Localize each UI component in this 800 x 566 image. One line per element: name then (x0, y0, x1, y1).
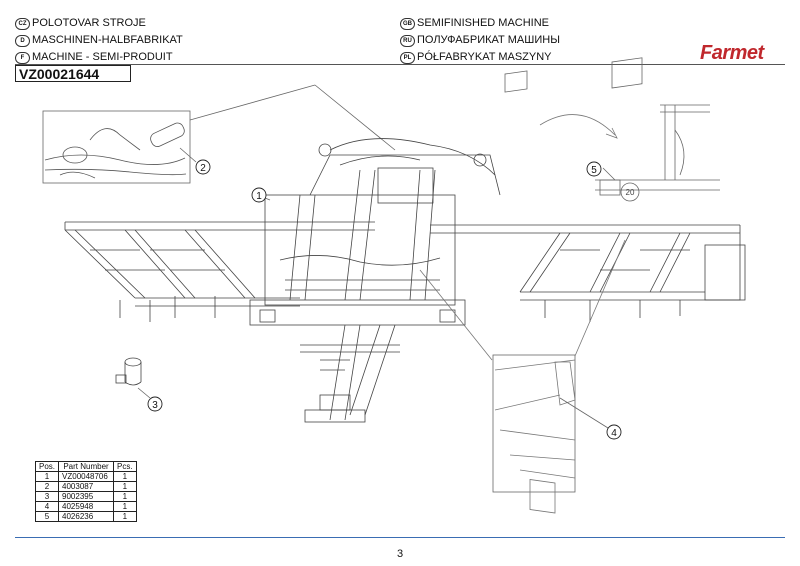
table-row: 5 4026236 1 (34, 511, 137, 522)
cell-pcs: 1 (113, 481, 137, 492)
cell-pos: 4 (34, 501, 60, 512)
cell-pos: 1 (34, 471, 60, 482)
flag-icon: F (15, 51, 30, 64)
header-d: D MASCHINEN-HALBFABRIKAT (15, 34, 183, 47)
cell-part-number: 4003087 (58, 481, 115, 492)
flag-icon: D (15, 34, 30, 47)
header-gb-text: SEMIFINISHED MACHINE (417, 17, 550, 29)
frame-left-wing (64, 221, 375, 322)
frame-right-wing (430, 224, 746, 322)
table-row: 4 4025948 1 (34, 501, 137, 512)
header-pl-text: PÓŁFABRYKAT MASZYNY (417, 51, 552, 63)
flag-icon: GB (400, 17, 415, 30)
bottom-divider (15, 537, 785, 538)
detail-4-sketch (494, 359, 576, 514)
document-code: VZ00021644 (15, 65, 131, 82)
cell-part-number: 9002395 (58, 491, 115, 502)
detail-2-hose (44, 122, 187, 179)
top-divider (15, 64, 785, 65)
farmet-logo: Farmet (700, 42, 764, 64)
header-gb: GB SEMIFINISHED MACHINE (400, 17, 549, 30)
cell-part-number: 4026236 (58, 511, 115, 522)
frame-center (249, 138, 501, 326)
header-cz-text: POLOTOVAR STROJE (32, 17, 146, 29)
cell-pcs: 1 (113, 501, 137, 512)
cell-pcs: 1 (113, 511, 137, 522)
flag-icon: RU (400, 34, 415, 47)
cell-pos: 5 (34, 511, 60, 522)
col-part-number: Part Number (58, 461, 115, 472)
header-cz: CZ POLOTOVAR STROJE (15, 17, 146, 30)
cell-pos: 2 (34, 481, 60, 492)
col-pcs: Pcs. (113, 461, 137, 472)
flag-icon: CZ (15, 17, 30, 30)
cell-part-number: VZ00048706 (58, 471, 115, 482)
detail-box-2 (42, 110, 191, 184)
header-pl: PL PÓŁFABRYKAT MASZYNY (400, 51, 552, 64)
flag-icon: PL (400, 51, 415, 64)
col-pos: Pos. (34, 461, 60, 472)
table-row: 2 4003087 1 (34, 481, 137, 492)
parts-table: Pos. Part Number Pcs. 1 VZ00048706 1 2 4… (34, 461, 137, 522)
page-number: 3 (396, 548, 404, 560)
table-header-row: Pos. Part Number Pcs. (34, 461, 137, 472)
cell-part-number: 4025948 (58, 501, 115, 512)
header-ru-text: ПОЛУФАБРИКАТ МАШИНЫ (417, 34, 560, 46)
cell-pcs: 1 (113, 471, 137, 482)
detail-3-part (115, 357, 151, 399)
detail-box-4 (492, 354, 576, 493)
header-d-text: MASCHINEN-HALBFABRIKAT (32, 34, 183, 46)
cell-pos: 3 (34, 491, 60, 502)
detail-5-sketch (504, 57, 720, 202)
cell-pcs: 1 (113, 491, 137, 502)
table-row: 1 VZ00048706 1 (34, 471, 137, 482)
drawbar (300, 324, 400, 423)
table-row: 3 9002395 1 (34, 491, 137, 502)
header-f-text: MACHINE - SEMI-PRODUIT (32, 51, 173, 63)
header-ru: RU ПОЛУФАБРИКАТ МАШИНЫ (400, 34, 560, 47)
header-f: F MACHINE - SEMI-PRODUIT (15, 51, 173, 64)
